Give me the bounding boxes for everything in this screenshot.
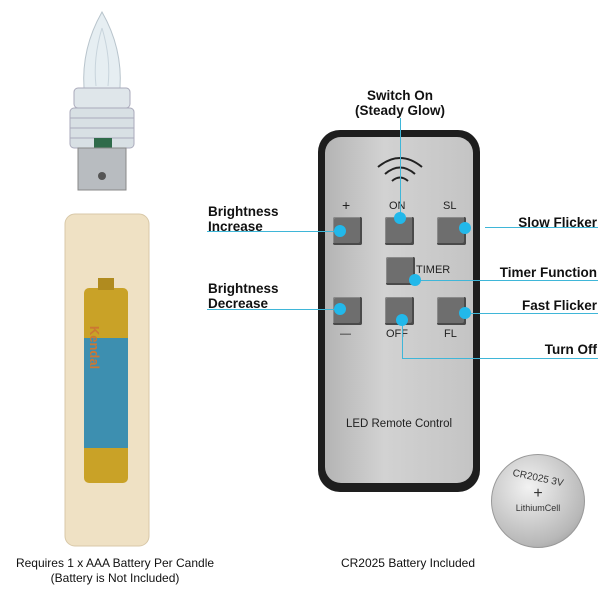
brightness-decrease-dot bbox=[334, 303, 346, 315]
switch-on-line bbox=[400, 118, 401, 218]
fl-label: FL bbox=[444, 328, 457, 340]
fast-flicker-callout: Fast Flicker bbox=[521, 298, 597, 313]
timer-function-callout: Timer Function bbox=[499, 265, 597, 280]
brightness-text: Brightness bbox=[208, 204, 279, 219]
increase-text: Increase bbox=[208, 219, 263, 234]
plus-label: + bbox=[342, 197, 351, 213]
brightness-text: Brightness bbox=[208, 281, 279, 296]
remote-caption: CR2025 Battery Included bbox=[340, 556, 476, 570]
slow-flicker-callout: Slow Flicker bbox=[518, 215, 597, 230]
brightness-increase-line bbox=[207, 231, 345, 232]
off-label: OFF bbox=[386, 328, 408, 340]
minus-label: — bbox=[340, 328, 351, 340]
brightness-decrease-callout: Brightness Decrease bbox=[208, 281, 279, 311]
fast-flicker-dot bbox=[459, 307, 471, 319]
on-label: ON bbox=[389, 200, 406, 212]
slow-flicker-dot bbox=[459, 222, 471, 234]
brightness-increase-dot bbox=[334, 225, 346, 237]
candle-caption-line1: Requires 1 x AAA Battery Per Candle bbox=[15, 556, 215, 570]
turn-off-line-v bbox=[402, 320, 403, 358]
remote-label: LED Remote Control bbox=[345, 418, 453, 430]
timer-line bbox=[415, 280, 598, 281]
candle-illustration bbox=[64, 10, 150, 547]
decrease-text: Decrease bbox=[208, 296, 269, 311]
switch-on-callout: Switch On (Steady Glow) bbox=[340, 88, 460, 118]
switch-on-dot bbox=[394, 212, 406, 224]
turn-off-callout: Turn Off bbox=[544, 342, 597, 357]
switch-on-text: Switch On bbox=[366, 88, 433, 103]
turn-off-dot bbox=[396, 314, 408, 326]
timer-dot bbox=[409, 274, 421, 286]
timer-label: TIMER bbox=[416, 264, 451, 276]
candle-caption: Requires 1 x AAA Battery Per Candle (Bat… bbox=[0, 556, 230, 586]
sl-label: SL bbox=[443, 200, 457, 212]
fast-flicker-line bbox=[465, 313, 598, 314]
coin-battery: CR2025 3V + LithiumCell bbox=[491, 454, 585, 548]
plus-sign-icon: + bbox=[533, 485, 543, 502]
brightness-increase-callout: Brightness Increase bbox=[208, 204, 279, 234]
brightness-decrease-line bbox=[207, 309, 345, 310]
coin-battery-subtext: LithiumCell bbox=[515, 503, 561, 513]
candle-caption-line2: (Battery is Not Included) bbox=[50, 571, 180, 585]
battery-brand: Kendal bbox=[87, 325, 103, 370]
slow-flicker-line bbox=[485, 227, 598, 228]
turn-off-line-h bbox=[402, 358, 598, 359]
steady-glow-text: (Steady Glow) bbox=[354, 103, 445, 118]
